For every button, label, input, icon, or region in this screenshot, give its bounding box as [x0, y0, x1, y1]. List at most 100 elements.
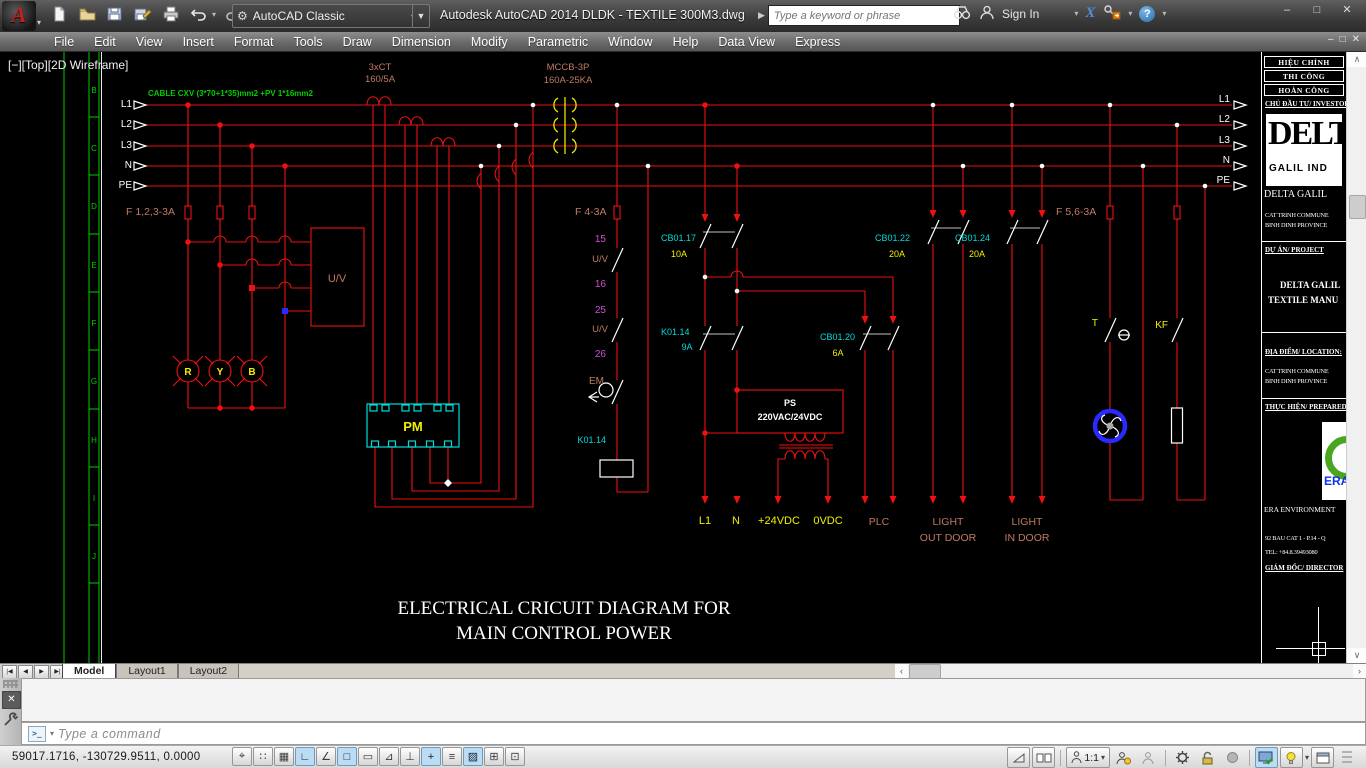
clean-screen-button[interactable]: [1311, 747, 1334, 768]
hardware-acceleration-button[interactable]: [1254, 747, 1278, 768]
open-file-button[interactable]: [76, 3, 98, 25]
window-minimize-button[interactable]: –: [1283, 4, 1291, 16]
3d-object-snap-button[interactable]: ▭: [358, 747, 378, 766]
scroll-right-button[interactable]: ›: [1353, 664, 1366, 679]
snap-mode-button[interactable]: ∷: [253, 747, 273, 766]
menu-view[interactable]: View: [135, 34, 163, 49]
doc-restore-button[interactable]: □: [1339, 34, 1346, 45]
search-input[interactable]: [767, 5, 960, 26]
circuit-drawing[interactable]: B C D E F G H I J: [0, 52, 1260, 663]
selection-cycling-button[interactable]: ⊞: [484, 747, 504, 766]
dynamic-ucs-button[interactable]: ⊥: [400, 747, 420, 766]
window-maximize-button[interactable]: □: [1313, 4, 1321, 16]
menu-format[interactable]: Format: [233, 34, 274, 49]
menu-help[interactable]: Help: [672, 34, 699, 49]
vertical-scrollbar[interactable]: ∧ ∨: [1346, 52, 1366, 663]
menu-draw[interactable]: Draw: [342, 34, 372, 49]
quick-properties-button[interactable]: ⊡: [505, 747, 525, 766]
auto-annotation-button[interactable]: [1137, 747, 1160, 768]
vertical-scroll-thumb[interactable]: [1349, 195, 1366, 219]
menu-window[interactable]: Window: [608, 34, 653, 49]
scroll-left-button[interactable]: ‹: [895, 664, 908, 679]
drawing-canvas[interactable]: [−][Top][2D Wireframe] B C D E F G H I J: [0, 52, 1366, 663]
menu-dimension[interactable]: Dimension: [391, 34, 451, 49]
horizontal-scrollbar[interactable]: ‹ ›: [895, 664, 1366, 679]
command-input-placeholder[interactable]: Type a command: [58, 726, 161, 741]
performance-caret-icon[interactable]: ▾: [1304, 753, 1309, 762]
command-close-icon[interactable]: ✕: [2, 691, 21, 709]
signin-label[interactable]: Sign In: [1002, 6, 1040, 21]
object-snap-button[interactable]: □: [337, 747, 357, 766]
drag-handle-icon[interactable]: [3, 680, 18, 688]
scroll-down-button[interactable]: ∨: [1347, 648, 1366, 663]
qat-customize-button[interactable]: ▼: [412, 4, 430, 28]
save-button[interactable]: [104, 3, 126, 25]
svg-text:R: R: [184, 367, 192, 378]
tab-nav-prev-icon[interactable]: ◀: [18, 665, 33, 679]
menu-file[interactable]: File: [54, 34, 75, 49]
prepared-heading: THỰC HIỆN/ PREPARED: [1265, 403, 1346, 411]
save-as-button[interactable]: [132, 3, 154, 25]
pm-meter-box: [366, 403, 460, 448]
ortho-mode-button[interactable]: ∟: [295, 747, 315, 766]
command-panel-grip[interactable]: ✕: [0, 678, 22, 745]
signin-person-icon[interactable]: [979, 5, 995, 23]
grid-display-button[interactable]: ▦: [274, 747, 294, 766]
lineweight-button[interactable]: ≡: [442, 747, 462, 766]
workspace-dropdown[interactable]: ⚙ AutoCAD Classic ▾: [232, 4, 420, 28]
annotation-scale-button[interactable]: 1:1 ▾: [1066, 747, 1110, 768]
exchange-apps-icon[interactable]: X: [1085, 5, 1096, 21]
isolate-objects-button[interactable]: [1221, 747, 1244, 768]
svg-text:10A: 10A: [671, 249, 687, 259]
tab-nav-first-icon[interactable]: |◀: [2, 665, 17, 679]
menu-express[interactable]: Express: [795, 34, 841, 49]
help-button[interactable]: ?: [1139, 5, 1156, 22]
window-close-button[interactable]: ✕: [1342, 4, 1352, 16]
dynamic-input-button[interactable]: +: [421, 747, 441, 766]
exchange-key-icon[interactable]: [1102, 4, 1121, 23]
tab-layout1[interactable]: Layout1: [116, 664, 178, 679]
scroll-up-button[interactable]: ∧: [1347, 52, 1366, 67]
doc-close-button[interactable]: ✕: [1351, 34, 1360, 45]
tab-nav-next-icon[interactable]: ▶: [34, 665, 49, 679]
help-caret-icon[interactable]: ▾: [1162, 9, 1167, 18]
undo-button[interactable]: [188, 3, 210, 25]
doc-minimize-button[interactable]: –: [1328, 34, 1334, 45]
coordinates-readout[interactable]: 59017.1716, -130729.9511, 0.0000: [12, 751, 201, 763]
menu-parametric[interactable]: Parametric: [527, 34, 589, 49]
menu-modify[interactable]: Modify: [470, 34, 508, 49]
menu-data-view[interactable]: Data View: [718, 34, 776, 49]
tab-layout2[interactable]: Layout2: [177, 664, 240, 679]
viewport-controls-label[interactable]: [−][Top][2D Wireframe]: [8, 58, 129, 72]
search-binoculars-icon[interactable]: [952, 5, 972, 23]
statusbar-grip-icon[interactable]: [1342, 750, 1352, 765]
transparency-button[interactable]: ▨: [463, 747, 483, 766]
app-menu-button[interactable]: A: [2, 1, 36, 31]
menu-tools[interactable]: Tools: [293, 34, 323, 49]
command-recent-caret-icon[interactable]: ▾: [50, 729, 55, 738]
search-expand-icon[interactable]: ▶: [758, 10, 765, 20]
command-input-row[interactable]: >_ ▾ Type a command: [21, 722, 1366, 745]
object-snap-tracking-button[interactable]: ⊿: [379, 747, 399, 766]
command-settings-wrench-icon[interactable]: [2, 712, 19, 728]
menu-edit[interactable]: Edit: [94, 34, 116, 49]
polar-tracking-button[interactable]: ∠: [316, 747, 336, 766]
fan-symbol: [1092, 408, 1128, 444]
plot-button[interactable]: [160, 3, 182, 25]
performance-tuner-bulb-button[interactable]: [1279, 747, 1303, 768]
model-space-button[interactable]: [1007, 747, 1031, 768]
command-history[interactable]: Specify second point or <use first point…: [21, 678, 1366, 737]
tab-model[interactable]: Model: [62, 664, 117, 679]
new-file-button[interactable]: [48, 3, 70, 25]
undo-caret-icon[interactable]: ▾: [212, 9, 217, 19]
toolbar-lock-button[interactable]: [1196, 747, 1219, 768]
menu-insert[interactable]: Insert: [182, 34, 214, 49]
horizontal-scroll-thumb[interactable]: [909, 664, 941, 679]
workspace-switch-gear-button[interactable]: [1171, 747, 1194, 768]
infer-constraints-button[interactable]: ⌖: [232, 747, 252, 766]
app-menu-caret-icon[interactable]: ▾: [37, 18, 42, 27]
signin-caret-icon[interactable]: ▾: [1074, 9, 1079, 18]
quick-view-layouts-button[interactable]: [1032, 747, 1056, 768]
annotation-visibility-button[interactable]: [1112, 747, 1135, 768]
key-caret-icon[interactable]: ▾: [1128, 9, 1133, 18]
